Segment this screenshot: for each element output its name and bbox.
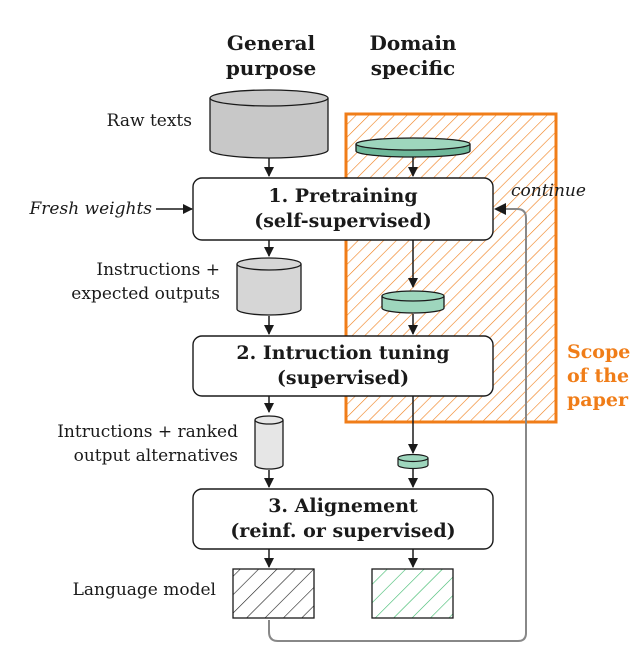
ranked-label-line1: Intructions + ranked [57,422,238,442]
ranked-label-line2: output alternatives [74,446,238,466]
scope-label-line2: of the [567,365,629,387]
domain-pretraining-dataset-icon [355,137,471,158]
scope-label-line3: paper [567,389,629,411]
header-domain-line1: Domain [370,31,457,55]
stage-pretraining-title: 1. Pretraining [268,185,417,207]
stage-instruction-tuning-box: 2. Intruction tuning (supervised) [192,335,494,397]
instructions-label-line2: expected outputs [71,284,220,304]
stage-pretraining-subtitle: (self-supervised) [254,210,432,232]
fresh-weights-label: Fresh weights [29,199,153,219]
domain-instructions-dataset-icon [381,290,445,314]
stage-pretraining-box: 1. Pretraining (self-supervised) [192,177,494,241]
stage-alignment-subtitle: (reinf. or supervised) [230,520,455,542]
stage-alignment-title: 3. Alignement [268,495,418,517]
instructions-label-line1: Instructions + [96,260,220,280]
continue-arrowhead [494,203,506,215]
stage-instruction-tuning-subtitle: (supervised) [277,367,409,389]
continue-feedback-connector [268,208,527,642]
header-domain-line2: specific [371,56,455,80]
header-general-line1: General [227,31,316,55]
continue-label: continue [511,181,586,201]
stage-alignment-box: 3. Alignement (reinf. or supervised) [192,488,494,550]
raw-texts-dataset-icon [209,89,329,159]
scope-label-line1: Scope [567,341,630,363]
raw-texts-label: Raw texts [107,111,192,131]
language-model-label: Language model [73,580,216,600]
header-general-line2: purpose [226,56,316,80]
domain-ranked-dataset-icon [397,453,429,470]
stage-instruction-tuning-title: 2. Intruction tuning [236,342,449,364]
general-language-model-icon [232,568,315,619]
domain-language-model-icon [371,568,454,619]
instructions-dataset-icon [236,257,302,316]
ranked-outputs-dataset-icon [254,415,284,470]
